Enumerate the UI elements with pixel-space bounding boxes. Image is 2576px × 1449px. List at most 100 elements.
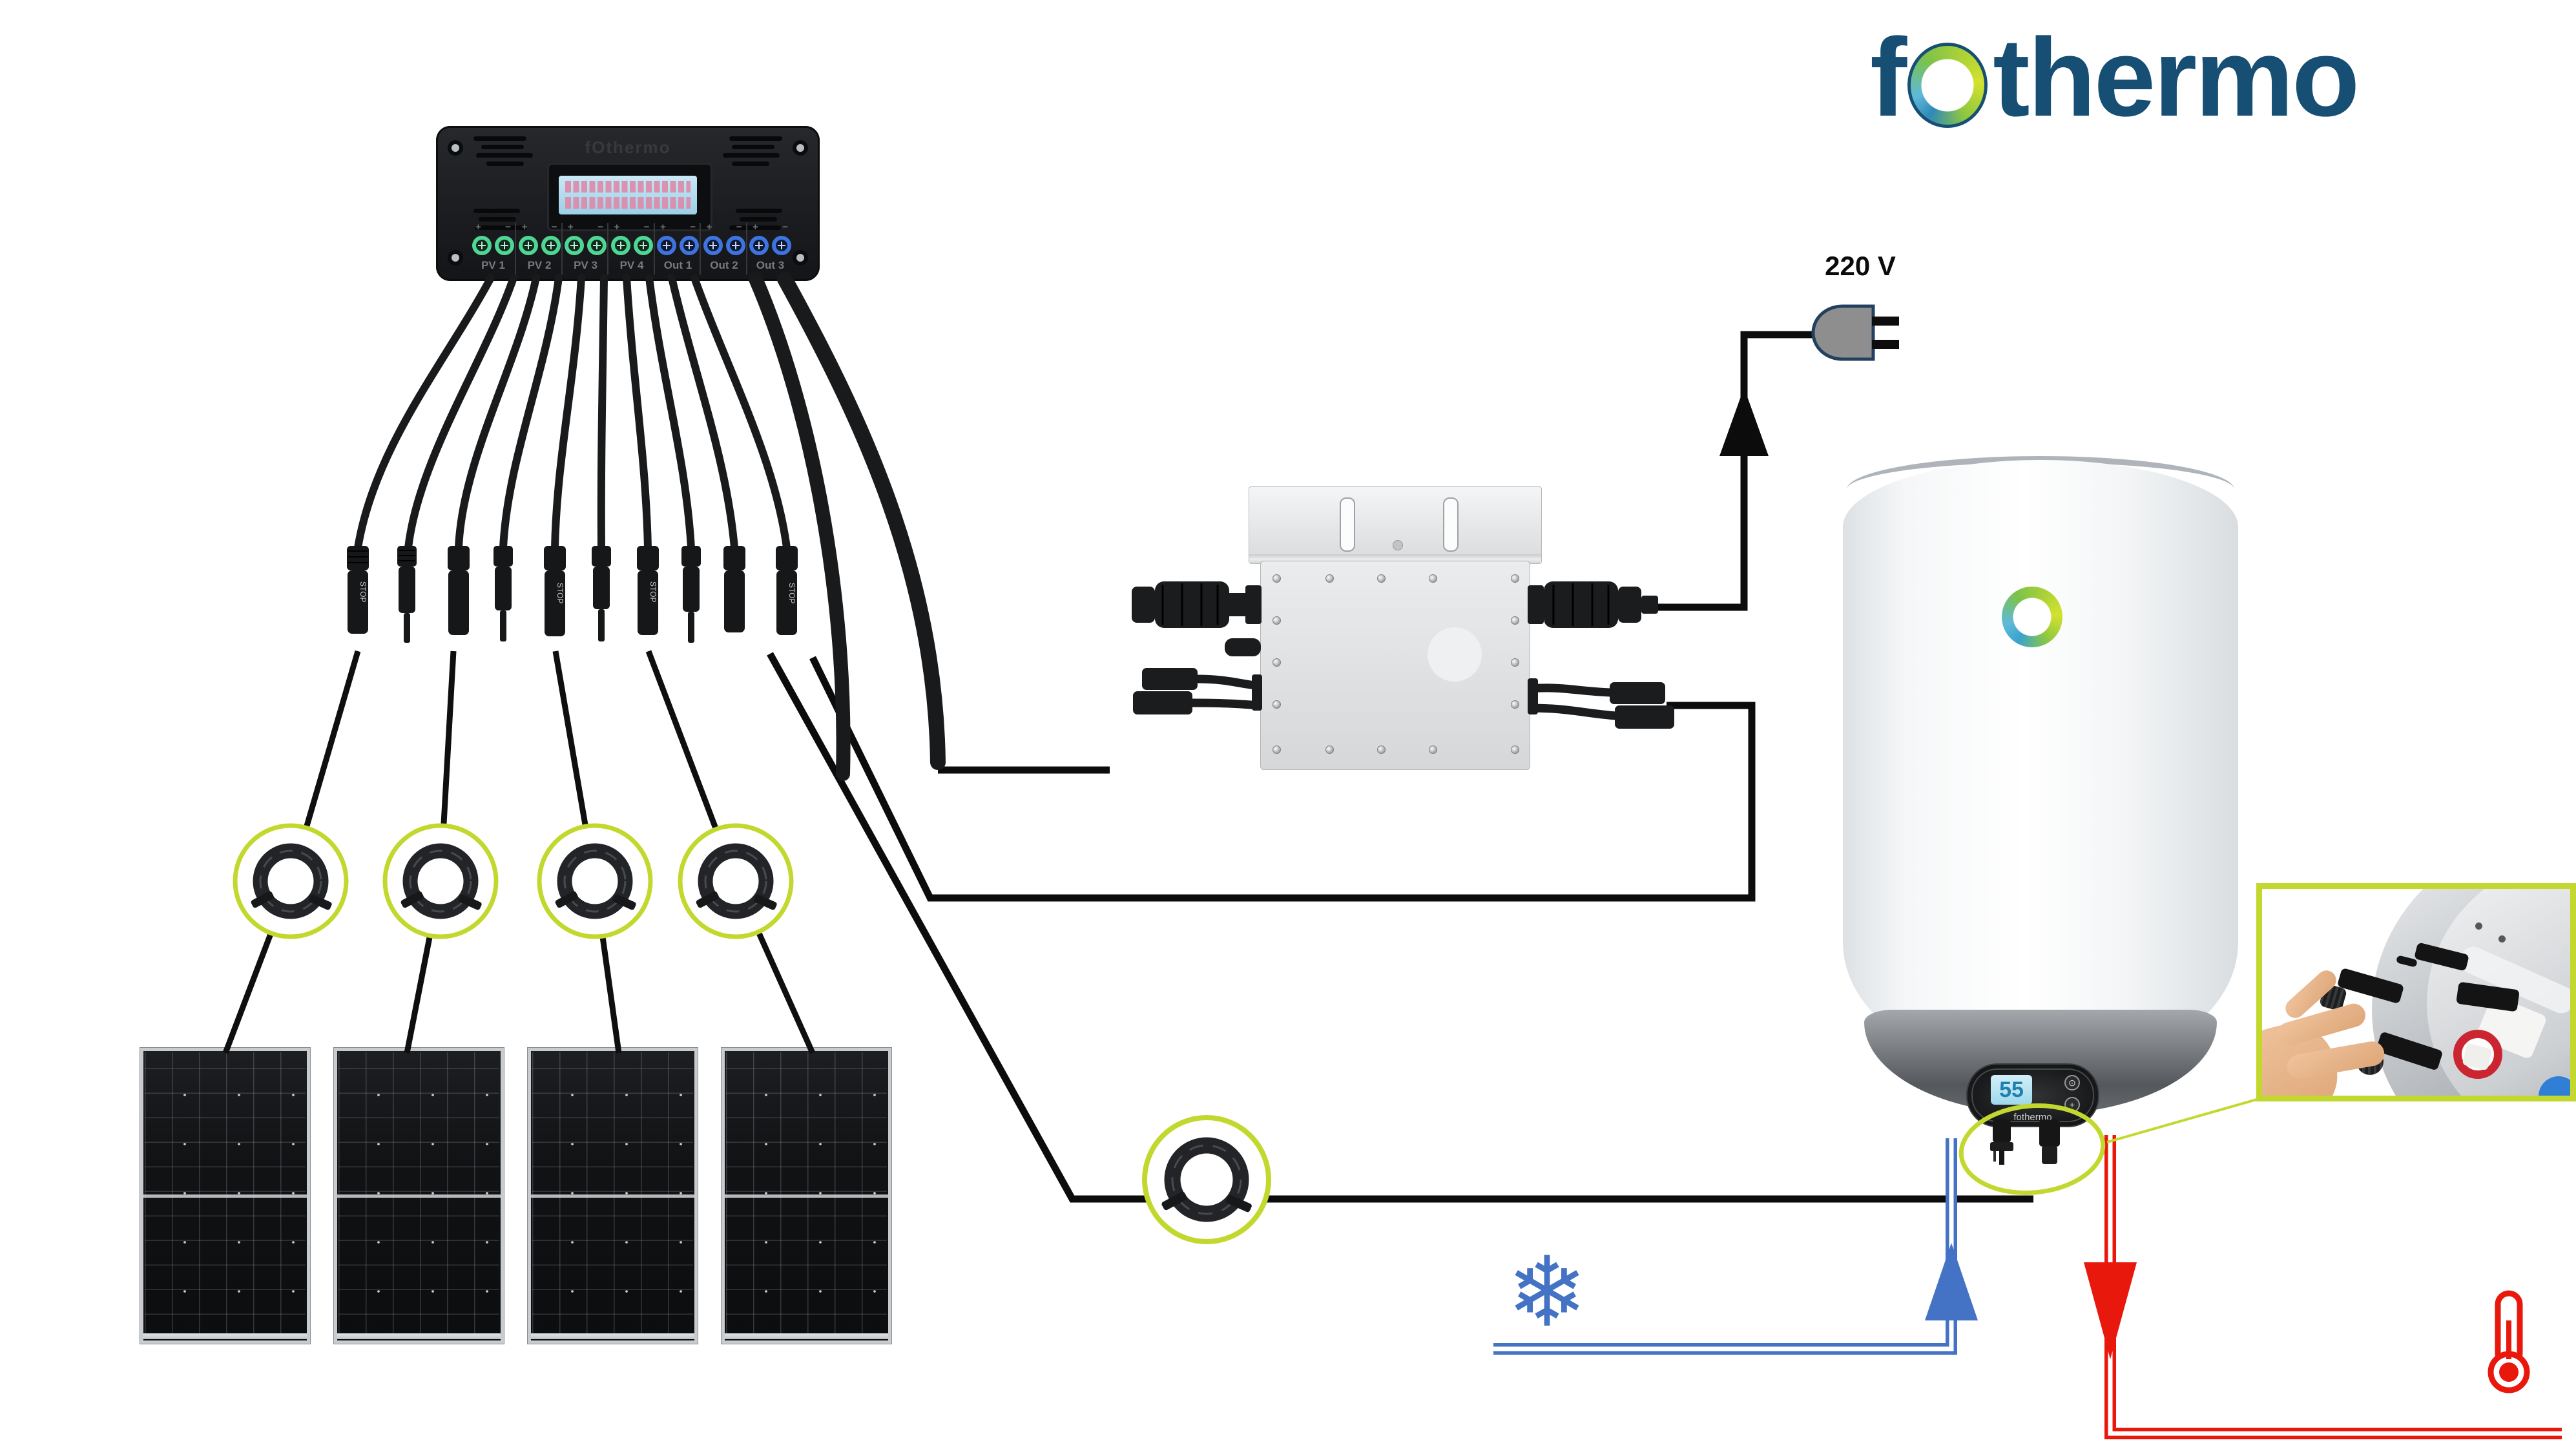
pv-cable: [455, 274, 540, 552]
plug-icon: [1811, 304, 1875, 361]
lcd-character-row: [565, 197, 691, 209]
cable-coil: [233, 823, 349, 939]
vent-slot: [473, 136, 526, 141]
snowflake-icon: ❄: [1506, 1238, 1588, 1346]
controller-brand-label: fOthermo: [585, 138, 671, 157]
panel-frame-foot: [725, 1333, 888, 1339]
terminal-label: PV 2: [527, 259, 552, 271]
inset-screw: [2498, 935, 2506, 943]
minus-mark: −: [551, 222, 557, 233]
mc4-connector-row: STOP STOP STOP: [347, 546, 798, 643]
cable-coil: [678, 823, 794, 939]
controller-screw: [793, 140, 808, 156]
cold-water-pipe: [1493, 1138, 1957, 1355]
terminal-group-out1: +− Out 1: [655, 222, 701, 278]
svg-text:STOP: STOP: [358, 581, 368, 602]
inverter-screw: [1511, 700, 1519, 709]
vent-slot: [740, 217, 777, 222]
vent-slot: [473, 209, 520, 213]
hot-outflow-arrow-icon: [2084, 1262, 2137, 1359]
controller-screw: [448, 140, 463, 156]
terminal-screw: [725, 236, 745, 255]
pv-cable: [597, 274, 608, 552]
panel2-cable-line: [404, 651, 457, 1054]
panel-midrail: [725, 1194, 888, 1198]
terminal-group-pv4: +− PV 4: [609, 222, 655, 278]
mc4-connector: STOP: [347, 546, 369, 634]
inverter-screw: [1429, 745, 1437, 754]
panel1-cable-line: [222, 650, 361, 1054]
plus-mark: +: [753, 222, 758, 233]
terminal-screw: [541, 236, 561, 255]
thick-output-cable: [777, 271, 946, 770]
inverter-screw: [1272, 700, 1281, 709]
boiler-connector-nut: [1990, 1142, 2013, 1151]
pv-cable: [499, 274, 563, 552]
pv-cable: [404, 274, 517, 552]
hot-water-pipe: [2104, 1135, 2562, 1439]
panel-midrail: [531, 1194, 694, 1198]
terminal-separator: [515, 223, 516, 275]
lcd-character-row: [565, 181, 691, 193]
terminal-screw: [772, 236, 791, 255]
terminal-screw: [587, 236, 607, 255]
charge-controller: fOthermo +− PV 1 +−: [436, 126, 820, 281]
grid-voltage-label: 220 V: [1825, 251, 1896, 281]
cold-water-pipe-core: [1493, 1138, 1954, 1351]
inverter-screw: [1511, 616, 1519, 625]
inverter-screw: [1325, 574, 1334, 583]
plus-mark: +: [660, 222, 666, 233]
cable-coil-long: [1142, 1115, 1271, 1244]
mc4-connector: [448, 546, 470, 635]
inverter-screw: [1272, 745, 1281, 754]
terminal-separator: [653, 223, 655, 275]
plus-mark: +: [475, 222, 481, 233]
terminal-screw: [749, 236, 769, 255]
boiler-connector-pin: [1993, 1151, 1996, 1162]
controller-screw: [793, 250, 808, 266]
boiler-logo-ring: [2002, 587, 2062, 647]
bracket-slot: [1443, 497, 1459, 552]
inverter-screw: [1377, 574, 1386, 583]
cold-inflow-arrow-icon: [1925, 1243, 1978, 1320]
panel-frame-foot: [143, 1333, 307, 1339]
dc-connector: [1142, 668, 1198, 690]
thermometer-icon: [2495, 1290, 2523, 1368]
terminal-screw: [472, 236, 492, 255]
logo-ring-icon: [1907, 43, 1988, 128]
terminal-screw: [565, 236, 584, 255]
inverter-screw: [1377, 745, 1386, 754]
out-cable: [691, 274, 791, 552]
terminal-screw: [633, 236, 653, 255]
dc-connector: [1610, 682, 1665, 704]
controller-screw: [448, 250, 463, 266]
ac-connector-left: [1155, 581, 1229, 628]
terminal-screw: [518, 236, 538, 255]
ac-to-grid-line: [1654, 331, 1818, 611]
vent-slot: [732, 162, 769, 166]
vent-slot: [486, 162, 524, 166]
boiler-brand-label: fothermo: [2013, 1112, 2052, 1123]
inverter-screw: [1272, 658, 1281, 667]
terminal-separator: [745, 223, 747, 275]
panel-midrail: [143, 1194, 307, 1198]
thermometer-mercury: [2499, 1362, 2519, 1382]
minus-mark: −: [690, 222, 696, 233]
panel3-cable-line: [552, 651, 622, 1054]
mc4-connector: STOP: [776, 546, 798, 635]
panel-frame-foot: [337, 1333, 501, 1339]
install-detail-inset: [2256, 883, 2576, 1101]
inverter-screw: [1511, 745, 1519, 754]
plus-mark: +: [568, 222, 574, 233]
terminal-label: PV 1: [481, 259, 505, 271]
bracket-hole: [1393, 540, 1403, 550]
mc4-connector: [592, 546, 611, 641]
plug-prong: [1872, 340, 1899, 349]
panel4-cable-line: [645, 650, 816, 1054]
cable-coil: [537, 823, 653, 939]
plus-mark: +: [521, 222, 528, 233]
mc4-connector: STOP: [637, 546, 659, 635]
vent-slot: [475, 225, 526, 230]
svg-text:STOP: STOP: [556, 583, 565, 603]
thermometer-bulb: [2488, 1351, 2530, 1393]
